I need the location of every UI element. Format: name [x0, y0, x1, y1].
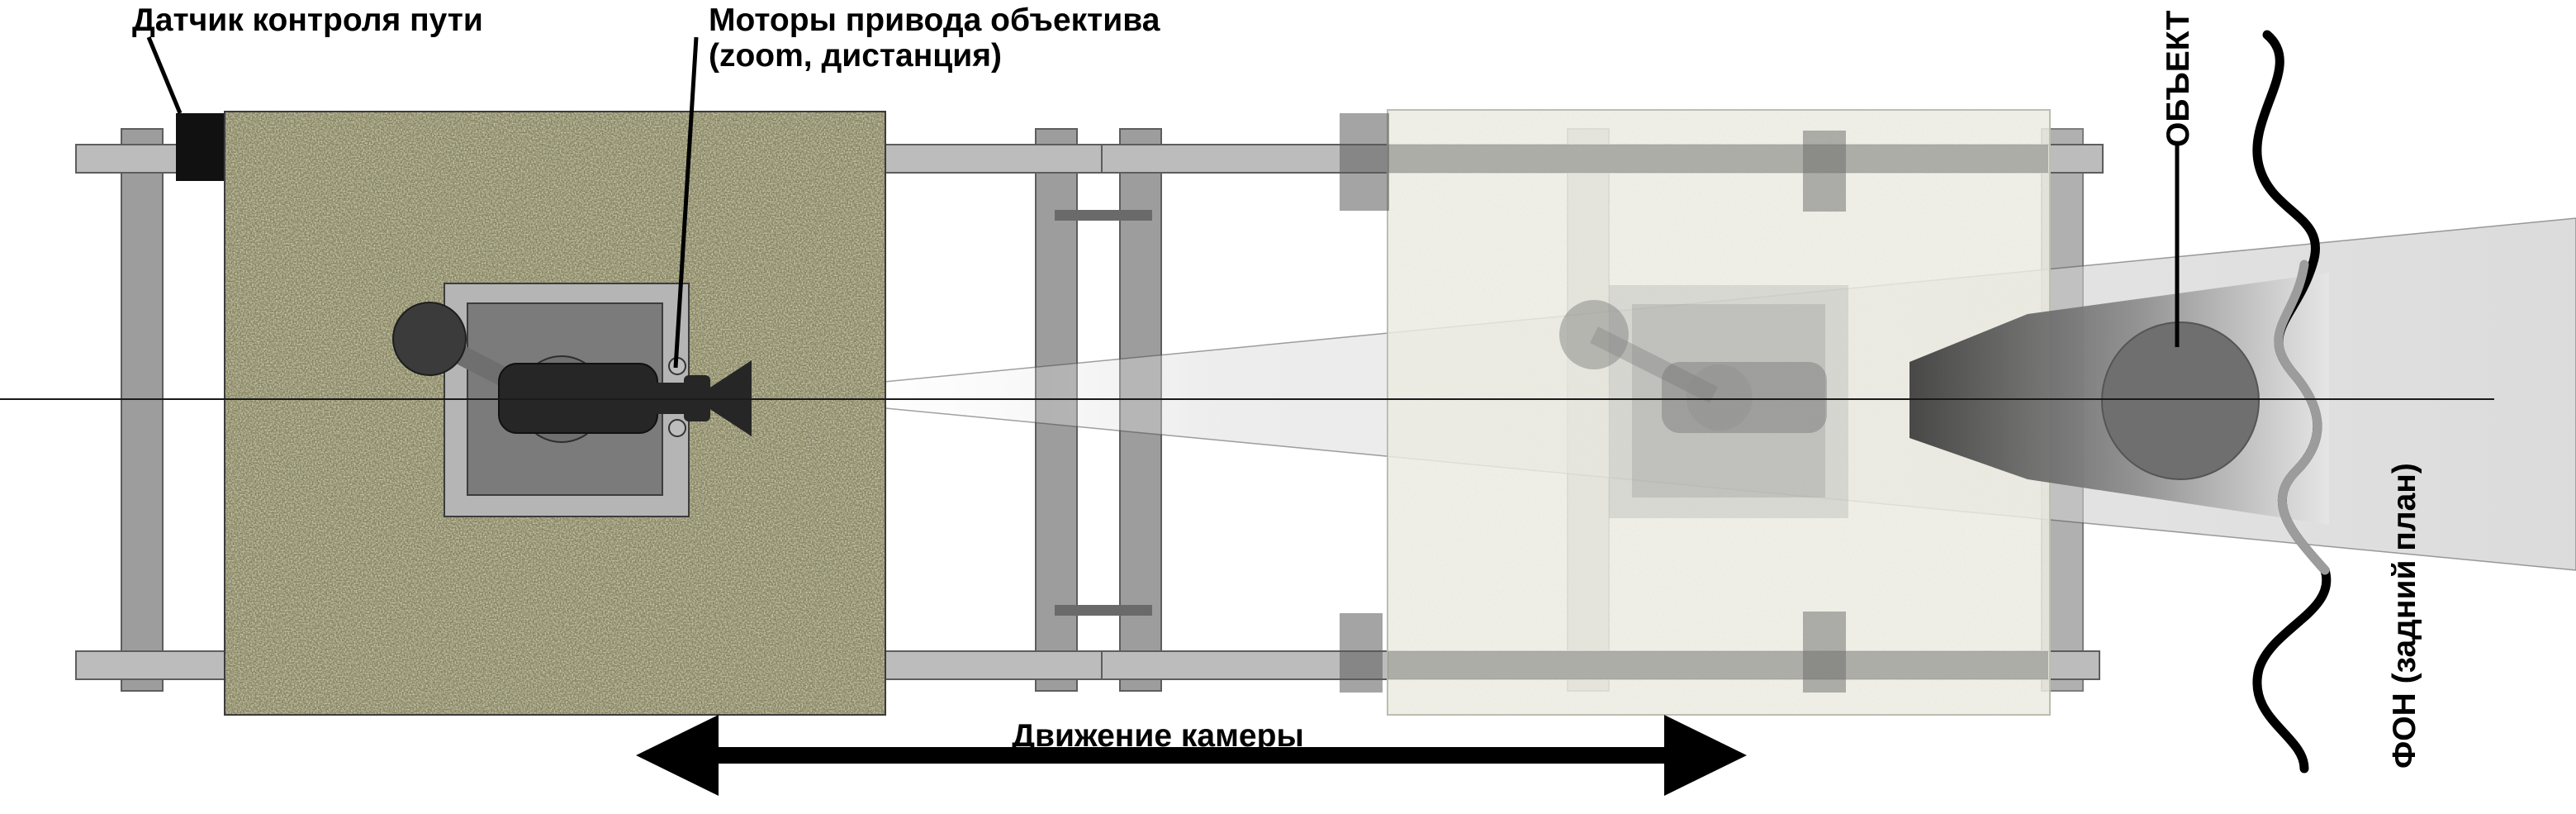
path-sensor-leader — [146, 36, 183, 114]
background-plane-behind-subject — [2274, 259, 2330, 575]
counterweight — [392, 302, 467, 376]
path-sensor — [176, 113, 225, 181]
focus-motor — [668, 419, 686, 437]
track-sleeper — [121, 128, 164, 692]
background-label: ФОН (задний план) — [2387, 463, 2422, 769]
dolly-platform-start — [224, 111, 886, 716]
rail-clamp — [1055, 210, 1152, 221]
lens-motors-leader — [673, 36, 699, 369]
path-sensor-label: Датчик контроля пути — [132, 2, 483, 38]
camera-motion-arrow — [636, 715, 1747, 796]
lens-motors-label-line2: (zoom, дистанция) — [709, 38, 1002, 74]
subject-label: ОБЪЕКТ — [2161, 10, 2196, 147]
rail-clamp — [1055, 605, 1152, 616]
lens-motors-label-line1: Моторы привода объектива — [709, 2, 1160, 38]
camera-motion-label: Движение камеры — [1012, 718, 1304, 754]
subject — [2101, 321, 2260, 480]
